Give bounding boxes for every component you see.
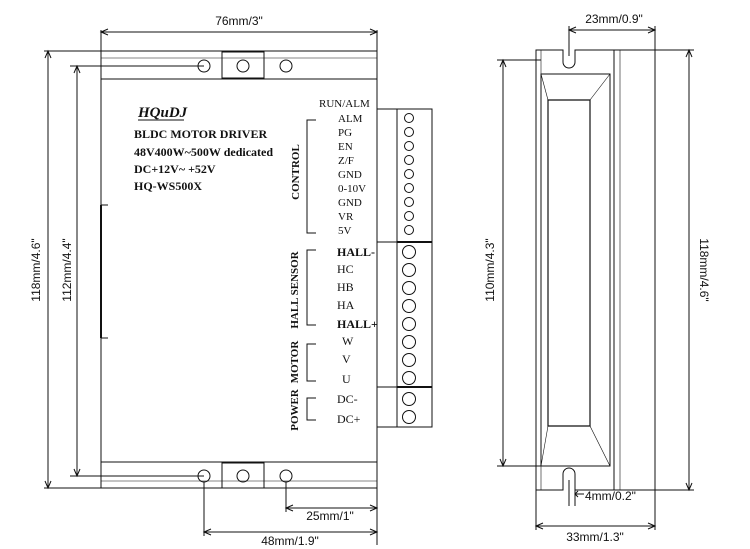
control-pin: 0-10V (338, 183, 366, 195)
dim-side-slot: 4mm/0.2" (585, 489, 636, 503)
hall-pin: HB (337, 280, 354, 294)
control-section-title: CONTROL (290, 144, 302, 200)
dim-outer-height: 118mm/4.6" (29, 238, 43, 301)
dim-side-inner-height: 110mm/4.3" (483, 238, 497, 301)
product-label: HQuDJ BLDC MOTOR DRIVER 48V400W~500W ded… (134, 105, 273, 193)
dim-top-width: 76mm/3" (215, 14, 263, 28)
terminal-labels: RUN/ALM CONTROL ALM PG EN Z/F GND 0-10V … (289, 98, 378, 431)
label-line-4: HQ-WS500X (134, 179, 202, 193)
dim-inner-height: 112mm/4.4" (60, 238, 74, 301)
dim-bottom-width: 48mm/1.9" (261, 534, 319, 548)
power-pin: DC- (337, 392, 358, 406)
run-alm-label: RUN/ALM (319, 98, 370, 110)
control-pin: PG (338, 127, 352, 139)
hall-pin: HALL+ (337, 317, 378, 331)
front-view (44, 29, 432, 545)
motor-pin: V (342, 352, 351, 366)
control-pin: VR (338, 211, 354, 223)
side-view (497, 26, 694, 530)
hall-section-title: HALL SENSOR (289, 250, 301, 328)
control-pin: Z/F (338, 155, 354, 167)
label-line-3: DC+12V~ +52V (134, 162, 216, 176)
control-pin: GND (338, 197, 362, 209)
dim-hole-offset: 25mm/1" (306, 509, 354, 523)
motor-pin: W (342, 334, 354, 348)
control-pin: GND (338, 169, 362, 181)
control-pin: EN (338, 141, 353, 153)
hall-pin: HA (337, 298, 355, 312)
control-pin: 5V (338, 225, 352, 237)
hall-pin: HC (337, 262, 354, 276)
power-pin: DC+ (337, 412, 361, 426)
power-section-title: POWER (289, 388, 301, 431)
label-line-2: 48V400W~500W dedicated (134, 145, 273, 159)
brand-logo: HQuDJ (137, 105, 188, 121)
motor-section-title: MOTOR (289, 340, 301, 384)
label-line-1: BLDC MOTOR DRIVER (134, 127, 267, 141)
dim-side-top: 23mm/0.9" (585, 12, 643, 26)
hall-pin: HALL- (337, 245, 375, 259)
control-pin: ALM (338, 113, 363, 125)
motor-pin: U (342, 372, 351, 386)
dim-side-outer-height: 118mm/4.6" (697, 238, 711, 301)
dim-side-bottom: 33mm/1.3" (566, 530, 624, 544)
